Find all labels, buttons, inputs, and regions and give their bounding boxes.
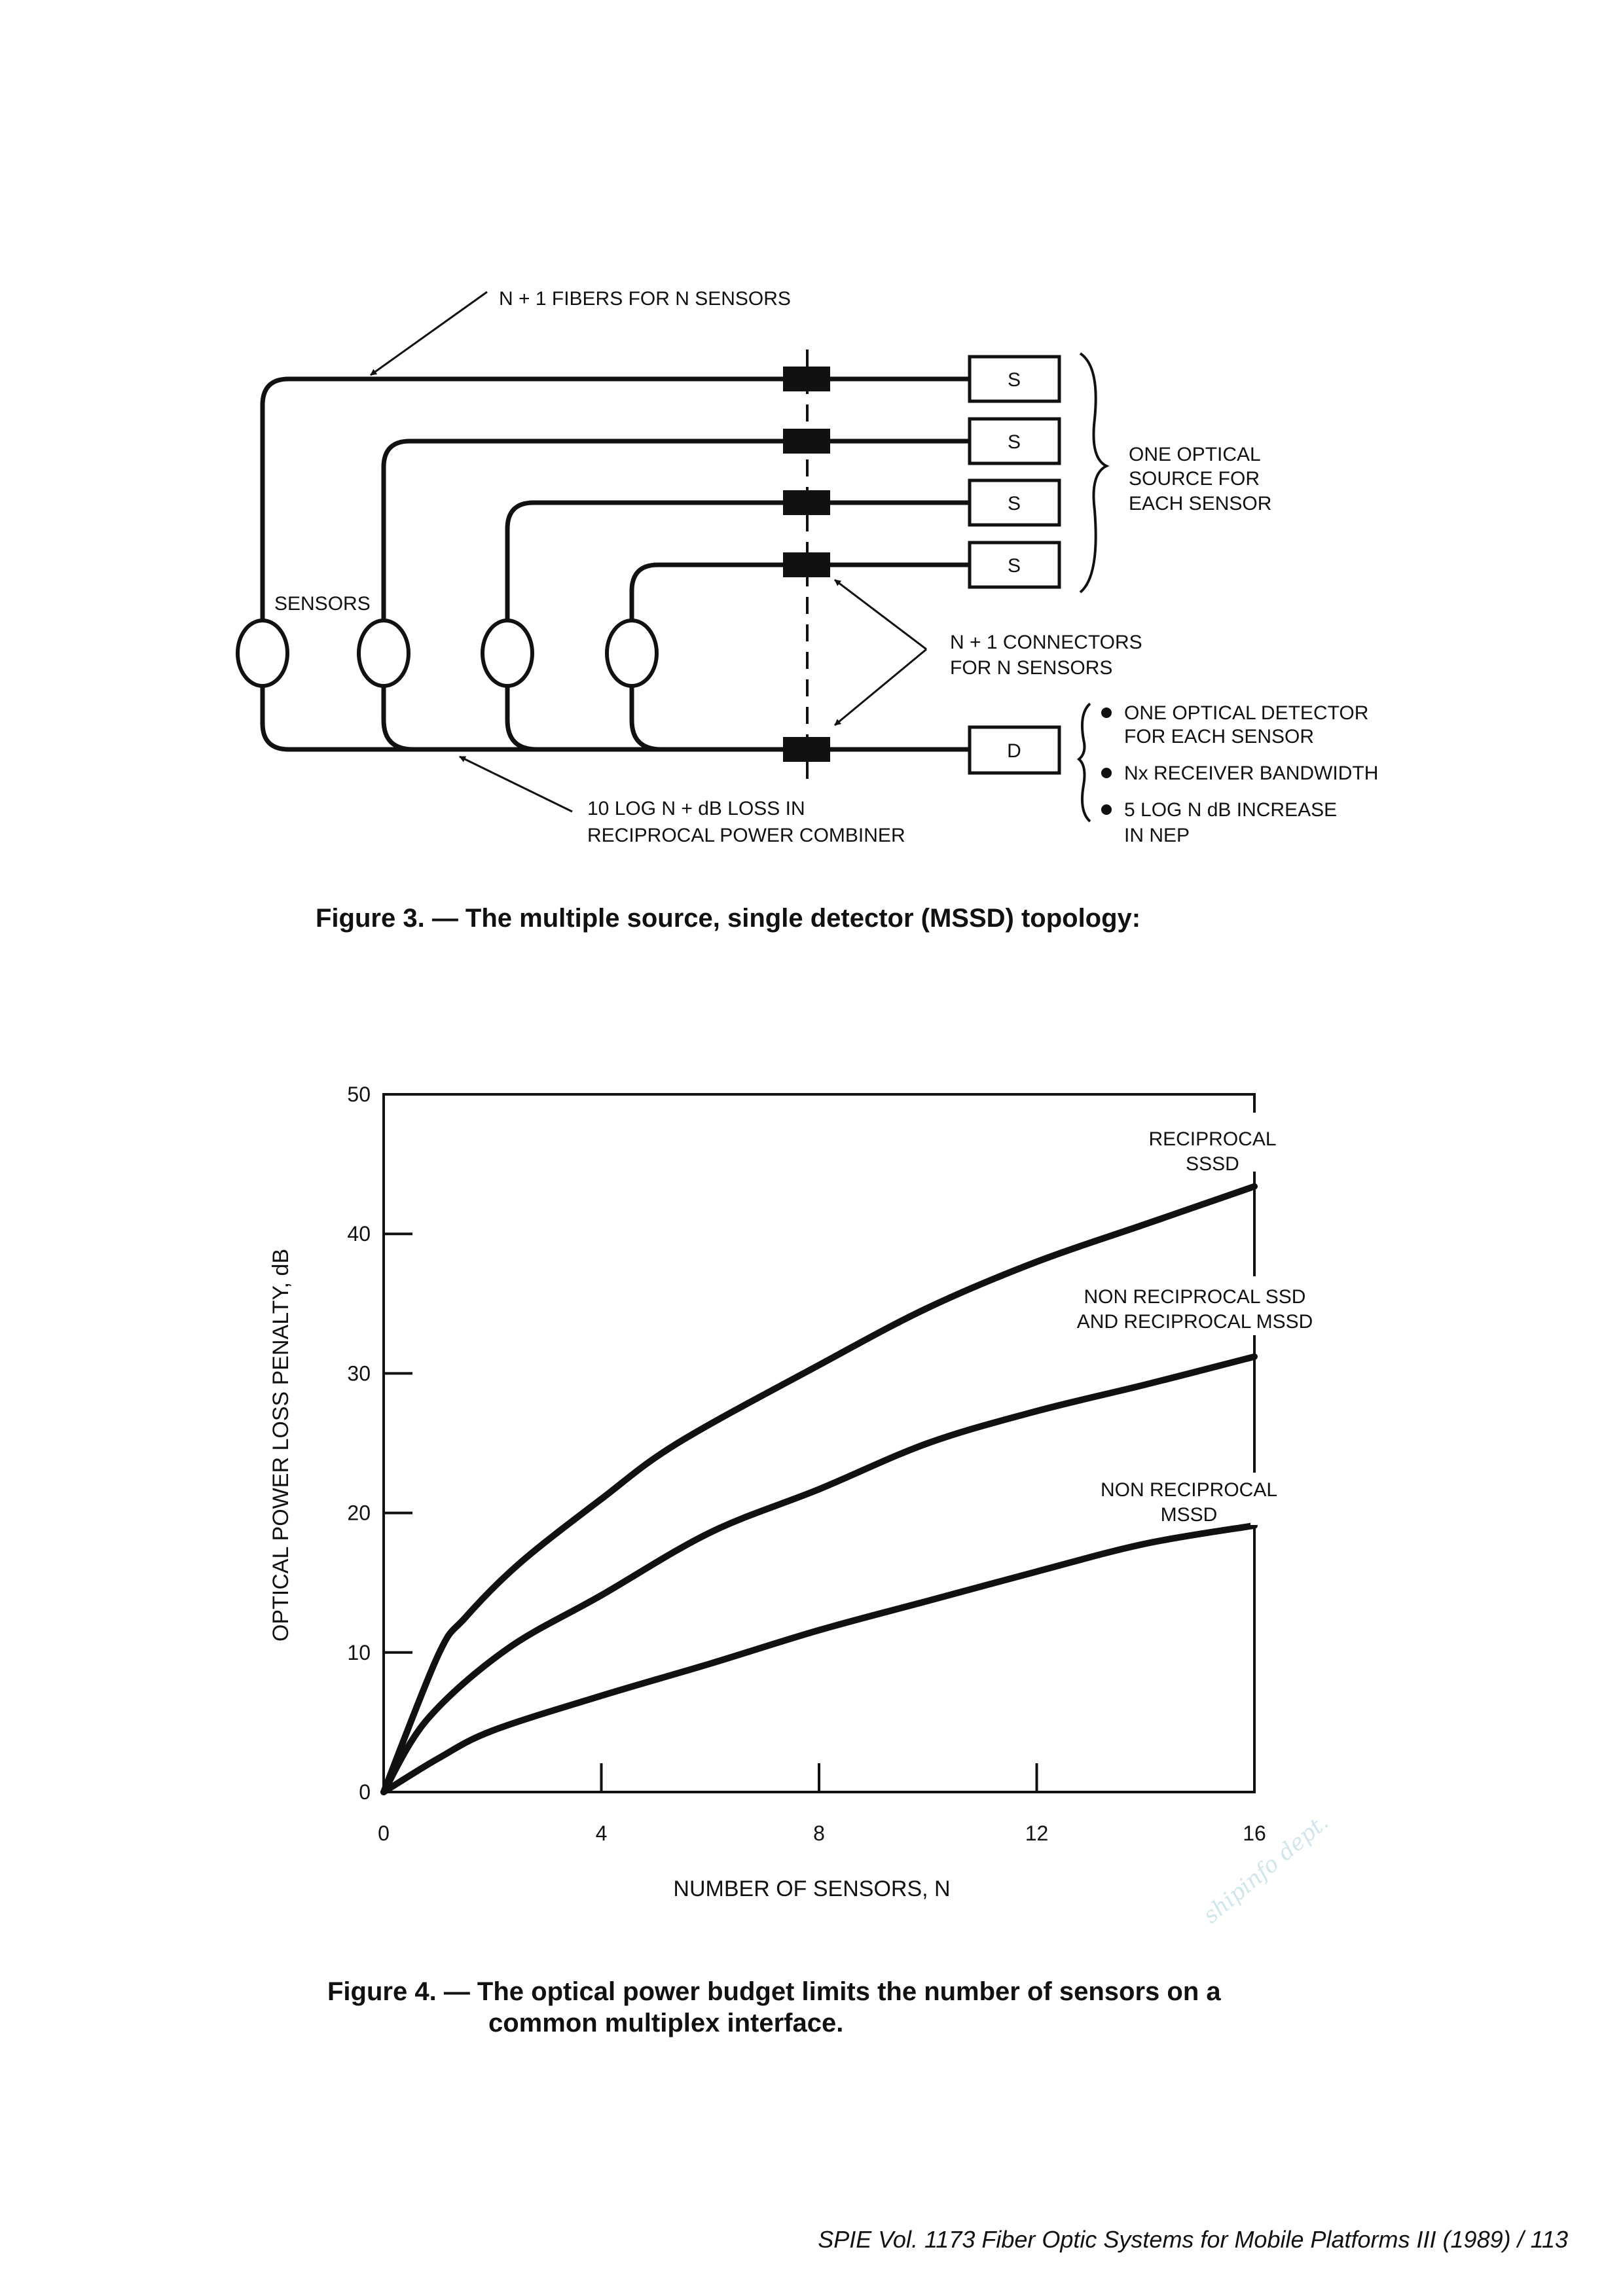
source-box-3: [968, 478, 1061, 527]
connector-5: [783, 737, 830, 762]
source-box-4: [968, 541, 1061, 589]
connector-3: [783, 490, 830, 515]
series-label-nonrecip-ssd: NON RECIPROCAL SSD: [1084, 1286, 1306, 1308]
x-tick-label: 0: [378, 1821, 390, 1845]
sensor-3: [481, 619, 534, 688]
y-tick-label: 30: [347, 1361, 371, 1385]
detector-box-label: D: [1007, 740, 1021, 762]
fiber-2: [381, 439, 970, 752]
connector-4: [783, 552, 830, 577]
figure-4-caption-line-2: common multiplex interface.: [488, 2009, 843, 2037]
fiber-1: [260, 376, 970, 752]
source-boxes: S S S S: [968, 355, 1061, 589]
connector-1: [783, 367, 830, 391]
source-box-label: S: [1008, 369, 1021, 391]
combiner-note-line: RECIPROCAL POWER COMBINER: [587, 825, 905, 846]
detector-box: [968, 725, 1061, 775]
source-note-line: SOURCE FOR: [1129, 468, 1260, 490]
sensor-4: [605, 619, 659, 688]
source-note-line: ONE OPTICAL: [1129, 444, 1261, 465]
detector-note-line: ONE OPTICAL DETECTOR: [1124, 702, 1368, 724]
x-tick-label: 4: [596, 1821, 608, 1845]
connector-2: [783, 429, 830, 454]
detector-note-line: FOR EACH SENSOR: [1124, 726, 1314, 747]
y-tick-label: 20: [347, 1501, 371, 1525]
axis-ticks: 0 10 20 30 40 50 0 4 8 12 16: [347, 1083, 1266, 1845]
detector-note-line: IN NEP: [1124, 825, 1190, 846]
y-axis-label: OPTICAL POWER LOSS PENALTY, dB: [268, 1249, 293, 1641]
frame-gap: [1250, 1113, 1258, 1172]
source-brace: [1079, 352, 1110, 594]
series-label-reciprocal-sssd: RECIPROCAL: [1148, 1128, 1276, 1150]
figure-3-diagram: S S S S D N + 1 FIBERS FOR N SENSORS SEN…: [236, 288, 1378, 846]
figure-4-caption-line-1: Figure 4. — The optical power budget lim…: [327, 1977, 1221, 2006]
sensors-label: SENSORS: [274, 593, 371, 615]
figure-4-chart: 0 10 20 30 40 50 0 4 8 12 16 RECIPROCAL SSSD NON R…: [268, 1083, 1313, 1901]
fibers-label: N + 1 FIBERS FOR N SENSORS: [499, 288, 791, 310]
fibers-arrow: [370, 291, 488, 376]
source-box-1: [968, 355, 1061, 403]
detector-brace: [1076, 702, 1091, 823]
series-label-nonrecip-mssd: NON RECIPROCAL: [1101, 1479, 1277, 1501]
x-tick-label: 8: [813, 1821, 825, 1845]
series-line-1: [380, 1353, 1258, 1795]
page-footer: SPIE Vol. 1173 Fiber Optic Systems for M…: [818, 2226, 1568, 2253]
series-line-0: [380, 1183, 1258, 1795]
y-tick-label: 40: [347, 1222, 371, 1246]
curves: [380, 1113, 1258, 1795]
fiber-4: [629, 562, 970, 752]
y-tick-label: 10: [347, 1641, 371, 1664]
sensor-2: [357, 619, 410, 688]
connectors-arrow-up: [834, 579, 927, 651]
connectors: [783, 367, 830, 762]
x-tick-label: 16: [1243, 1821, 1266, 1845]
source-note-line: EACH SENSOR: [1129, 493, 1271, 514]
y-tick-label: 0: [359, 1780, 371, 1804]
bullet-icon: [1101, 804, 1112, 815]
bullet-icon: [1101, 708, 1112, 718]
series-line-2: [380, 1522, 1258, 1795]
detector-note-line: Nx RECEIVER BANDWIDTH: [1124, 762, 1378, 784]
source-box-label: S: [1008, 493, 1021, 514]
source-box-2: [968, 417, 1061, 465]
detector-note-line: 5 LOG N dB INCREASE: [1124, 799, 1337, 821]
frame-gap: [1250, 1276, 1258, 1335]
sensors: [236, 619, 659, 688]
fiber-3: [505, 500, 970, 752]
combiner-arrow: [459, 755, 573, 813]
series-labels: RECIPROCAL SSSD NON RECIPROCAL SSD AND R…: [1077, 1128, 1313, 1526]
series-label-nonrecip-ssd: AND RECIPROCAL MSSD: [1077, 1311, 1313, 1333]
connectors-note-line: N + 1 CONNECTORS: [950, 632, 1142, 653]
sensor-1: [236, 619, 289, 688]
figure-3-caption: Figure 3. — The multiple source, single …: [316, 904, 1140, 933]
frame-gap: [1250, 1473, 1258, 1525]
bullet-icon: [1101, 768, 1112, 778]
plot-frame: [382, 1093, 1256, 1793]
connectors-note-line: FOR N SENSORS: [950, 657, 1112, 679]
series-label-nonrecip-mssd: MSSD: [1161, 1504, 1218, 1526]
source-box-label: S: [1008, 431, 1021, 453]
series-label-reciprocal-sssd: SSSD: [1186, 1153, 1239, 1175]
connectors-arrow-down: [834, 648, 927, 726]
x-tick-label: 12: [1025, 1821, 1049, 1845]
source-box-label: S: [1008, 555, 1021, 577]
y-tick-label: 50: [347, 1083, 371, 1106]
combiner-note-line: 10 LOG N + dB LOSS IN: [587, 798, 805, 819]
x-axis-label: NUMBER OF SENSORS, N: [673, 1876, 950, 1901]
